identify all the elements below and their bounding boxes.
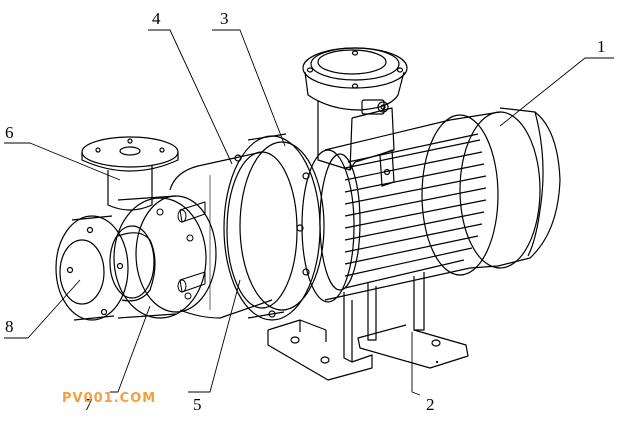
callout-3: 3 bbox=[220, 9, 229, 28]
discharge-nozzle bbox=[81, 136, 179, 211]
leader-lines bbox=[4, 29, 614, 396]
leader-3 bbox=[212, 29, 286, 147]
callout-2: 2 bbox=[426, 395, 435, 414]
pump-casing bbox=[113, 195, 217, 319]
leader-1 bbox=[499, 57, 614, 127]
support-feet bbox=[267, 272, 469, 381]
callout-1: 1 bbox=[597, 37, 606, 56]
leader-5 bbox=[188, 279, 241, 393]
callout-7: 7 bbox=[84, 395, 93, 414]
callout-6: 6 bbox=[5, 123, 14, 142]
pump-bracket bbox=[169, 151, 298, 319]
callout-4: 4 bbox=[152, 9, 161, 28]
terminal-box bbox=[302, 47, 408, 187]
callout-8: 8 bbox=[5, 317, 14, 336]
callout-labels: 1 2 3 4 5 6 7 8 bbox=[5, 9, 606, 414]
leader-7 bbox=[110, 305, 151, 393]
leader-4 bbox=[148, 29, 233, 165]
leader-2 bbox=[411, 332, 421, 396]
suction-flange bbox=[55, 215, 156, 321]
leader-8 bbox=[4, 279, 81, 339]
motor-flange bbox=[223, 133, 325, 321]
leader-6 bbox=[4, 142, 121, 181]
callout-5: 5 bbox=[193, 395, 202, 414]
watermark: PV001.COM bbox=[62, 391, 156, 406]
motor-body bbox=[301, 107, 561, 303]
